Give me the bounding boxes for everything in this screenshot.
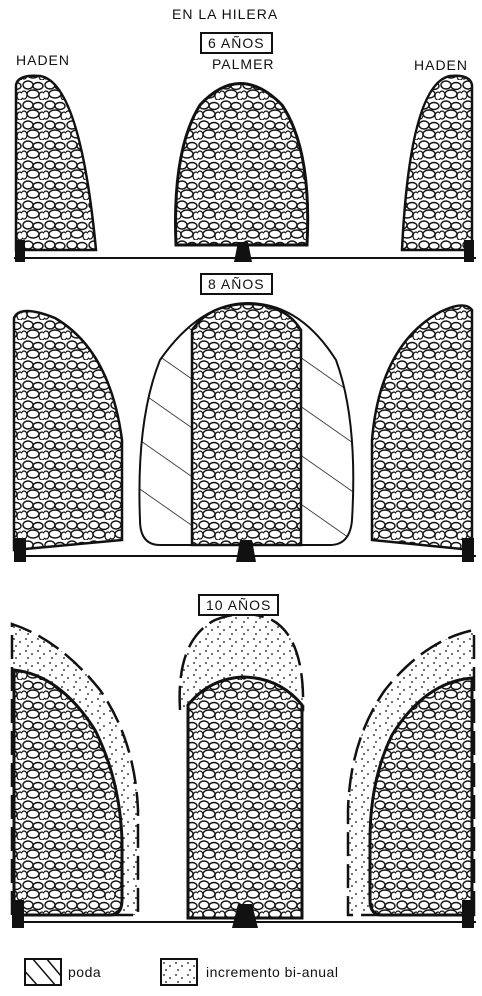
tree-palmer-10 [188,677,302,918]
legend-prune-label: poda [68,964,101,980]
label-palmer: PALMER [212,56,275,72]
trunk-left-8 [14,538,26,562]
stage-8-years [14,303,476,562]
tree-haden-left-6 [16,76,96,250]
tree-palmer-6 [176,84,308,246]
legend-prune-swatch [24,958,62,986]
trunk-right-10 [462,900,474,928]
label-haden-right: HADEN [414,57,468,73]
trunk-left-10 [12,900,24,928]
growth-dots-icon [162,960,196,984]
label-haden-left: HADEN [16,52,70,68]
legend-growth-swatch [160,958,198,986]
tree-palmer-8 [192,304,301,545]
age-label-6: 6 AÑOS [200,32,273,54]
legend-growth-label: incremento bi-anual [206,964,338,980]
diagram-title: EN LA HILERA [172,6,278,22]
stage-10-years [12,614,476,928]
age-label-10: 10 AÑOS [198,594,279,616]
tree-haden-right-8 [372,305,472,550]
trunk-right-8 [462,538,474,562]
trunk-right-6 [464,240,474,262]
tree-haden-left-8 [14,311,122,550]
tree-haden-right-6 [402,76,472,250]
prune-hatch-icon [26,960,60,984]
stage-6-years [14,76,476,262]
age-label-8: 8 AÑOS [200,273,273,295]
trunk-left-6 [15,240,25,262]
